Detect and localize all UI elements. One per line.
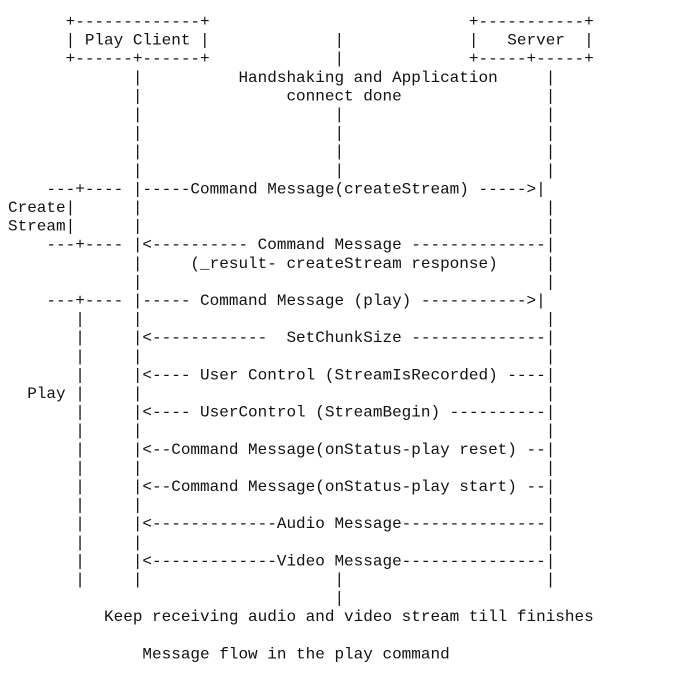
diagram-line: Stream| | |	[8, 218, 555, 236]
diagram-line: +------+------+ | +-----+-----+	[8, 50, 594, 68]
diagram-line: | |<--Command Message(onStatus-play rese…	[8, 441, 555, 459]
diagram-line: | |<-------------Audio Message----------…	[8, 515, 555, 533]
diagram-line: | connect done |	[8, 87, 555, 105]
diagram-line: | |<---- UserControl (StreamBegin) -----…	[8, 404, 555, 422]
diagram-text-block: +-------------+ +-----------+ | Play Cli…	[8, 13, 594, 663]
diagram-line: |	[8, 590, 344, 608]
diagram-line: | |<------------ SetChunkSize ----------…	[8, 329, 555, 347]
diagram-line: | | |	[8, 125, 555, 143]
diagram-line: | Play Client | | | Server |	[8, 32, 594, 50]
diagram-line: | | | |	[8, 571, 555, 589]
diagram-line: | | |	[8, 106, 555, 124]
diagram-line: ---+---- |<---------- Command Message --…	[8, 236, 555, 254]
diagram-line: | |<-------------Video Message----------…	[8, 552, 555, 570]
diagram-line: | | |	[8, 459, 555, 477]
diagram-line: | | |	[8, 311, 555, 329]
diagram-line: | (_result- createStream response) |	[8, 255, 555, 273]
diagram-line: Message flow in the play command	[8, 645, 450, 663]
diagram-line: | | |	[8, 143, 555, 161]
diagram-line: Create| | |	[8, 199, 555, 217]
diagram-line: | | |	[8, 534, 555, 552]
diagram-line: +-------------+ +-----------+	[8, 13, 594, 31]
diagram-line: ---+---- |-----Command Message(createStr…	[8, 180, 546, 198]
diagram-line: Play | | |	[8, 385, 555, 403]
diagram-line: | | |	[8, 162, 555, 180]
diagram-line: | Handshaking and Application |	[8, 69, 555, 87]
diagram-line: Keep receiving audio and video stream ti…	[8, 608, 594, 626]
diagram-line: | |	[8, 273, 555, 291]
diagram-line: | |<--Command Message(onStatus-play star…	[8, 478, 555, 496]
diagram-line: | | |	[8, 497, 555, 515]
diagram-line: ---+---- |----- Command Message (play) -…	[8, 292, 546, 310]
diagram-line: | |<---- User Control (StreamIsRecorded)…	[8, 366, 555, 384]
diagram-line: | | |	[8, 348, 555, 366]
diagram-line: | | |	[8, 422, 555, 440]
